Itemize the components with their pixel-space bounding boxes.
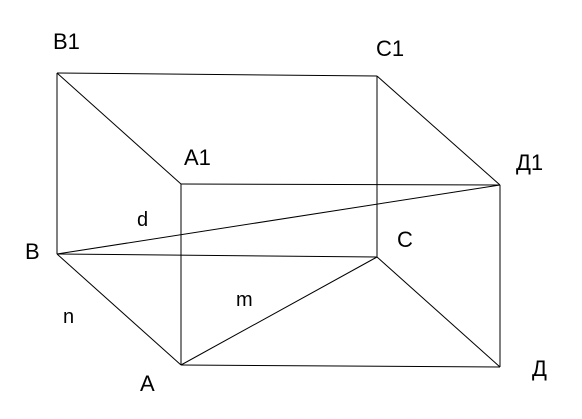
vertex-label-b: B bbox=[25, 239, 40, 264]
segment-label-n: n bbox=[63, 306, 74, 328]
edge-b1-a1 bbox=[56, 72, 182, 185]
vertex-label-c: C bbox=[397, 227, 413, 252]
diagonal-b-d1 bbox=[56, 184, 501, 255]
edge-b-a bbox=[56, 253, 182, 366]
edge-a-d bbox=[180, 364, 501, 368]
vertex-label-a1: A1 bbox=[184, 145, 211, 170]
vertex-label-d1: Д1 bbox=[516, 150, 543, 175]
vertex-label-d: Д bbox=[532, 356, 547, 381]
segment-label-m: m bbox=[236, 289, 253, 311]
edge-b1-c1 bbox=[56, 72, 378, 77]
edge-c-d bbox=[376, 256, 501, 368]
vertex-label-c1: C1 bbox=[376, 36, 404, 61]
edge-a1-d1 bbox=[180, 183, 501, 186]
vertex-label-a: A bbox=[140, 371, 155, 396]
edge-b-c bbox=[56, 253, 378, 258]
segment-label-d: d bbox=[137, 209, 148, 231]
vertex-label-b1: B1 bbox=[53, 29, 80, 54]
edge-c1-d1 bbox=[376, 75, 501, 186]
diagonal-a-c bbox=[180, 256, 378, 366]
